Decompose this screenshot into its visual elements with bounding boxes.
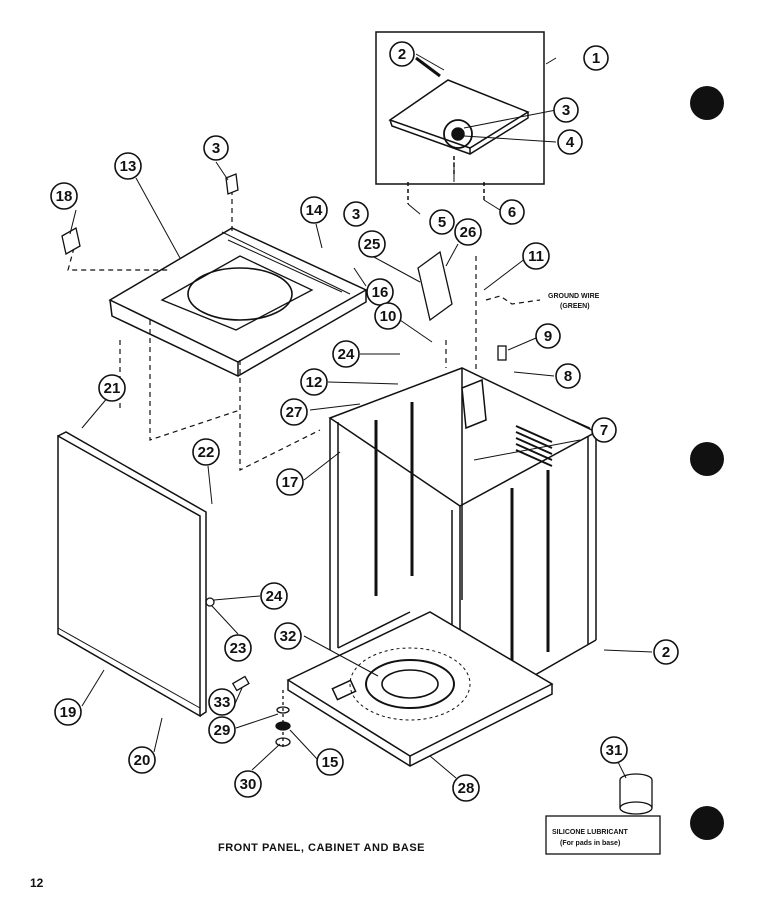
svg-text:3: 3 bbox=[562, 102, 570, 119]
svg-text:30: 30 bbox=[240, 776, 257, 793]
svg-text:3: 3 bbox=[352, 206, 360, 223]
svg-text:14: 14 bbox=[306, 202, 323, 219]
callout-19: 19 bbox=[54, 698, 82, 726]
binder-hole-1 bbox=[690, 86, 724, 120]
callout-6: 6 bbox=[499, 199, 525, 225]
svg-text:15: 15 bbox=[322, 754, 339, 771]
callout-4: 4 bbox=[557, 129, 583, 155]
svg-text:22: 22 bbox=[198, 444, 215, 461]
callout-11: 11 bbox=[522, 242, 550, 270]
svg-text:2: 2 bbox=[662, 644, 670, 661]
svg-text:33: 33 bbox=[214, 694, 231, 711]
callout-9: 9 bbox=[535, 323, 561, 349]
callout-30: 30 bbox=[234, 770, 262, 798]
dashed-leaders bbox=[67, 190, 541, 471]
callout-3-inset: 3 bbox=[343, 201, 369, 227]
callout-7: 7 bbox=[591, 417, 617, 443]
callout-10: 10 bbox=[374, 302, 402, 330]
svg-text:21: 21 bbox=[104, 380, 121, 397]
lubricant-label: SILICONE LUBRICANT bbox=[552, 829, 629, 836]
svg-text:4: 4 bbox=[566, 134, 575, 151]
svg-text:20: 20 bbox=[134, 752, 151, 769]
callout-21: 21 bbox=[98, 374, 126, 402]
svg-text:24: 24 bbox=[266, 588, 283, 605]
svg-text:10: 10 bbox=[380, 308, 397, 325]
svg-text:16: 16 bbox=[372, 284, 389, 301]
svg-text:5: 5 bbox=[438, 214, 446, 231]
svg-text:25: 25 bbox=[364, 236, 381, 253]
svg-text:19: 19 bbox=[60, 704, 77, 721]
page-number: 12 bbox=[30, 876, 44, 890]
ground-wire-color: (GREEN) bbox=[560, 303, 590, 310]
svg-text:29: 29 bbox=[214, 722, 231, 739]
svg-text:8: 8 bbox=[564, 368, 572, 385]
svg-text:1: 1 bbox=[592, 50, 600, 67]
callout-23: 23 bbox=[224, 634, 252, 662]
svg-text:13: 13 bbox=[120, 158, 137, 175]
callout-31: 31 bbox=[600, 736, 628, 764]
base bbox=[286, 611, 554, 767]
callout-5: 5 bbox=[429, 209, 455, 235]
callout-8: 8 bbox=[555, 363, 581, 389]
callout-29: 29 bbox=[208, 716, 236, 744]
callout-22: 22 bbox=[192, 438, 220, 466]
cabinet-body bbox=[328, 367, 598, 719]
callout-17: 17 bbox=[276, 468, 304, 496]
callout-16: 16 bbox=[366, 278, 394, 306]
callout-2-top: 2 bbox=[389, 41, 415, 67]
callout-18: 18 bbox=[50, 182, 78, 210]
svg-text:32: 32 bbox=[280, 628, 297, 645]
svg-text:2: 2 bbox=[398, 46, 406, 63]
callout-2-side: 2 bbox=[653, 639, 679, 665]
lubricant-note: (For pads in base) bbox=[560, 840, 620, 847]
svg-text:28: 28 bbox=[458, 780, 475, 797]
callout-27: 27 bbox=[280, 398, 308, 426]
leader-lines bbox=[69, 53, 653, 779]
callout-1: 1 bbox=[583, 45, 609, 71]
svg-text:12: 12 bbox=[306, 374, 323, 391]
svg-text:23: 23 bbox=[230, 640, 247, 657]
binder-hole-3 bbox=[690, 806, 724, 840]
callouts: 1 2 3 3 4 5 3 6 13 3 14 18 25 26 11 16 1… bbox=[50, 41, 679, 802]
callout-24-mid: 24 bbox=[332, 340, 360, 368]
svg-text:17: 17 bbox=[282, 474, 299, 491]
callout-33: 33 bbox=[208, 688, 236, 716]
callout-24-low: 24 bbox=[260, 582, 288, 610]
binder-hole-2 bbox=[690, 442, 724, 476]
svg-text:6: 6 bbox=[508, 204, 516, 221]
cabinet-top bbox=[108, 227, 368, 377]
svg-text:31: 31 bbox=[606, 742, 623, 759]
callout-28: 28 bbox=[452, 774, 480, 802]
svg-text:24: 24 bbox=[338, 346, 355, 363]
front-panel bbox=[57, 431, 207, 718]
svg-text:7: 7 bbox=[600, 422, 608, 439]
svg-text:3: 3 bbox=[212, 140, 220, 157]
svg-text:26: 26 bbox=[460, 224, 477, 241]
callout-26: 26 bbox=[454, 218, 482, 246]
svg-text:9: 9 bbox=[544, 328, 552, 345]
callout-13: 13 bbox=[114, 152, 142, 180]
callout-3-cover: 3 bbox=[553, 97, 579, 123]
svg-text:11: 11 bbox=[528, 248, 544, 265]
callout-12: 12 bbox=[300, 368, 328, 396]
ground-wire-label: GROUND WIRE bbox=[548, 293, 600, 300]
top-cover-inset bbox=[375, 31, 545, 204]
callout-14: 14 bbox=[300, 196, 328, 224]
callout-3-top: 3 bbox=[203, 135, 229, 161]
diagram-caption: FRONT PANEL, CABINET AND BASE bbox=[218, 842, 425, 854]
svg-text:27: 27 bbox=[286, 404, 303, 421]
callout-20: 20 bbox=[128, 746, 156, 774]
callout-15: 15 bbox=[316, 748, 344, 776]
callout-25: 25 bbox=[358, 230, 386, 258]
svg-text:18: 18 bbox=[56, 188, 73, 205]
callout-32: 32 bbox=[274, 622, 302, 650]
hardware bbox=[61, 173, 661, 855]
